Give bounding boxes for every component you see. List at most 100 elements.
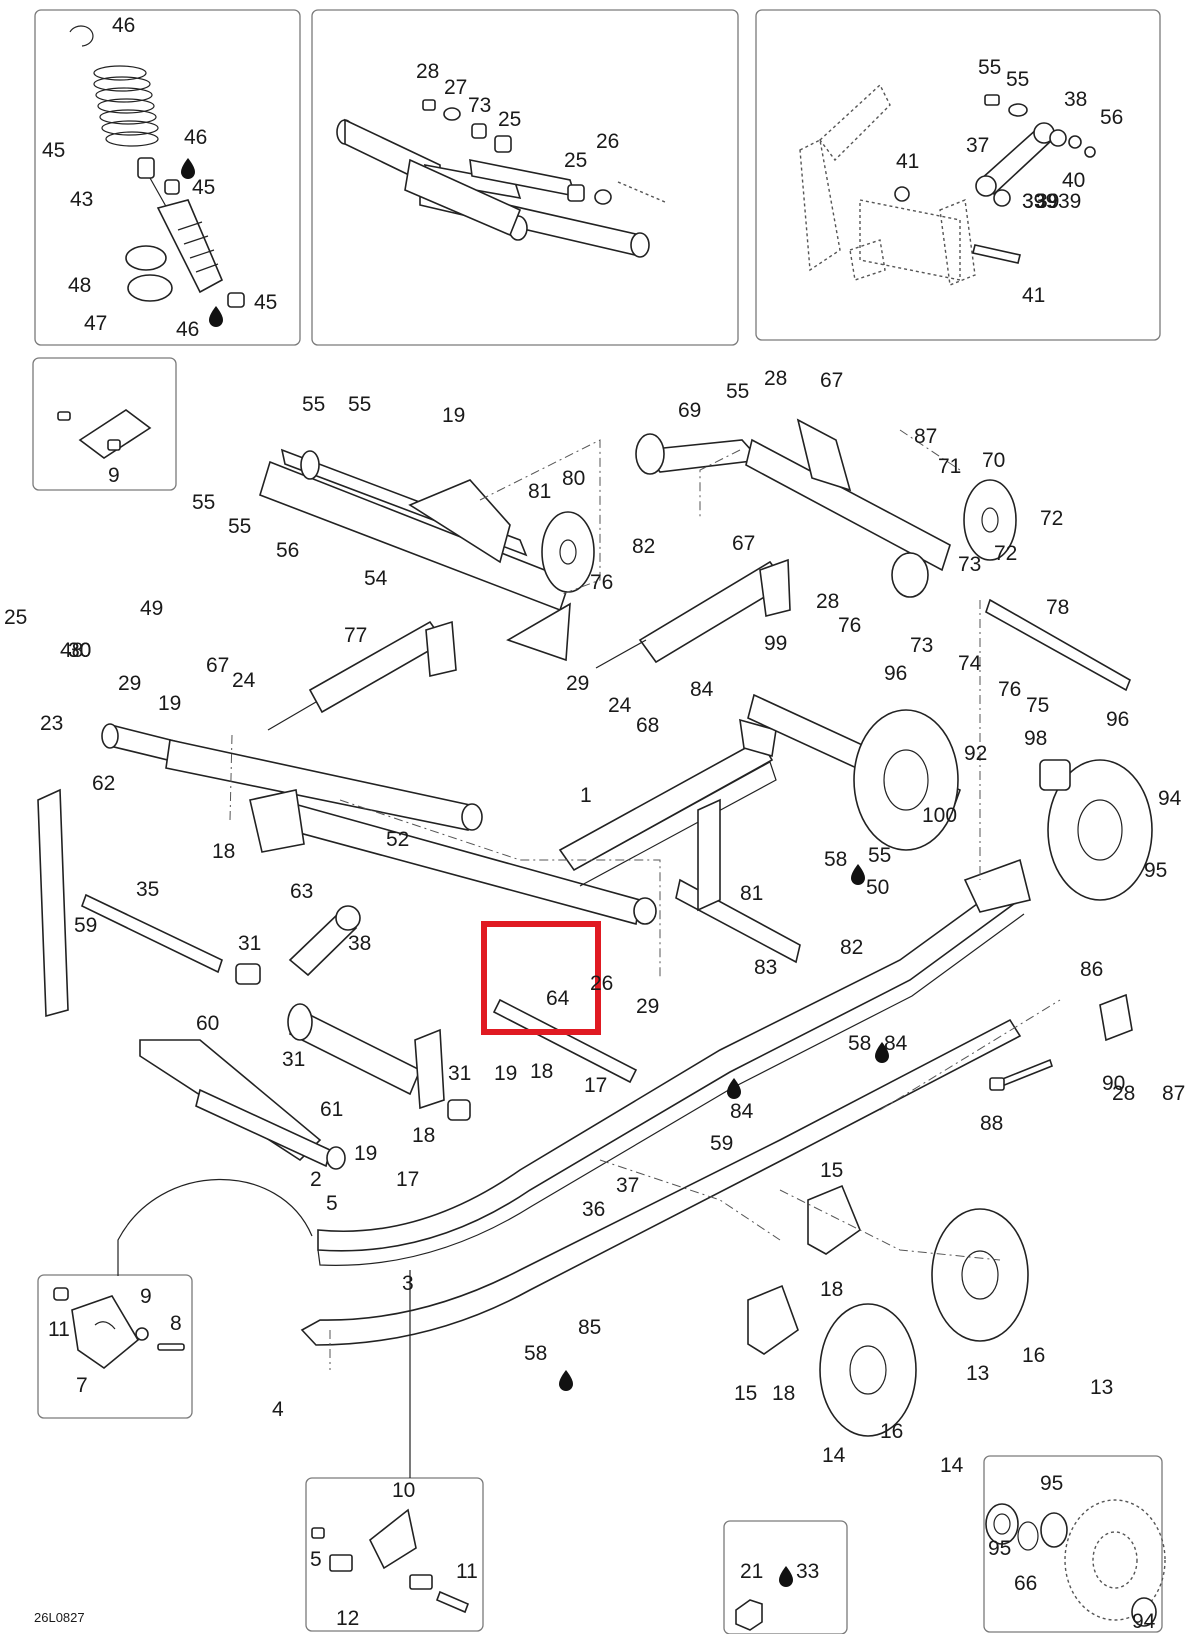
part-label: 15 <box>820 1159 843 1182</box>
oil-drop-icon <box>209 306 223 327</box>
part-label: 56 <box>1100 106 1123 129</box>
part-label: 76 <box>838 614 861 637</box>
part-label: 67 <box>820 369 843 392</box>
part-label: 28 <box>416 60 439 83</box>
part-label: 21 <box>740 1560 763 1583</box>
part-label: 38 <box>348 932 371 955</box>
part-label: 84 <box>730 1100 754 1123</box>
part-label: 58 <box>524 1342 547 1365</box>
part-label: 13 <box>1090 1376 1113 1399</box>
part-label: 25 <box>564 149 587 172</box>
part-label: 46 <box>176 318 199 341</box>
part-label: 17 <box>584 1074 607 1097</box>
part-label: 29 <box>566 672 589 695</box>
spring-shock-drawing <box>69 25 245 308</box>
part-label: 45 <box>192 176 215 199</box>
part-label: 39 <box>1058 190 1081 213</box>
part-label: 86 <box>1080 958 1103 981</box>
oil-drop-icon <box>779 1566 793 1587</box>
part-label: 75 <box>1026 694 1049 717</box>
part-label: 54 <box>364 567 388 590</box>
part-label: 98 <box>1024 727 1047 750</box>
part-label: 33 <box>796 1560 819 1583</box>
part-label: 9 <box>140 1285 152 1308</box>
part-label: 2 <box>310 1168 322 1191</box>
part-label: 28 <box>816 590 839 613</box>
part-label: 94 <box>1158 787 1182 810</box>
part-label: 36 <box>582 1198 605 1221</box>
part-label: 1 <box>580 784 592 807</box>
part-label: 81 <box>740 882 763 905</box>
part-label: 43 <box>70 188 93 211</box>
part-label: 52 <box>386 828 409 851</box>
part-label: 72 <box>994 542 1017 565</box>
part-label: 67 <box>732 532 755 555</box>
part-label: 19 <box>494 1062 517 1085</box>
part-label: 39 <box>1022 190 1045 213</box>
part-label: 74 <box>958 652 982 675</box>
part-label: 37 <box>616 1174 639 1197</box>
part-label: 18 <box>530 1060 553 1083</box>
part-label: 23 <box>40 712 63 735</box>
part-label: 47 <box>84 312 107 335</box>
part-label: 71 <box>938 455 961 478</box>
part-label: 78 <box>1046 596 1069 619</box>
part-label: 48 <box>60 639 83 662</box>
lubricant-drawing <box>735 1599 763 1631</box>
part-label: 87 <box>914 425 937 448</box>
part-label: 55 <box>302 393 325 416</box>
part-label: 28 <box>1112 1082 1135 1105</box>
part-label: 41 <box>896 150 919 173</box>
part-label: 25 <box>4 606 27 629</box>
part-label: 58 <box>848 1032 871 1055</box>
part-label: 63 <box>290 880 313 903</box>
part-label: 72 <box>1040 507 1063 530</box>
part-label: 18 <box>212 840 235 863</box>
part-label: 88 <box>980 1112 1003 1135</box>
part-label: 85 <box>578 1316 601 1339</box>
part-label: 100 <box>922 804 957 827</box>
part-label: 73 <box>468 94 491 117</box>
part-label: 68 <box>636 714 659 737</box>
part-label: 38 <box>1064 88 1087 111</box>
part-label: 12 <box>336 1607 359 1630</box>
part-label: 95 <box>1040 1472 1063 1495</box>
part-label: 7 <box>76 1374 88 1397</box>
part-label: 8 <box>170 1312 182 1335</box>
part-callouts: 46 45 46 43 45 48 47 46 45 28 27 73 25 2… <box>4 14 1185 1633</box>
bearing-drawing <box>985 1499 1166 1627</box>
part-label: 37 <box>966 134 989 157</box>
part-label: 30 <box>68 639 91 662</box>
part-label: 30 <box>68 639 91 662</box>
front-arm-drawing <box>336 99 666 258</box>
part-label: 14 <box>940 1454 964 1477</box>
part-label: 70 <box>982 449 1005 472</box>
part-label: 4 <box>272 1398 284 1421</box>
part-label: 69 <box>678 399 701 422</box>
part-label: 19 <box>442 404 465 427</box>
oil-drop-icon <box>727 1078 741 1099</box>
stopper-drawing <box>57 409 152 459</box>
part-label: 19 <box>354 1142 377 1165</box>
inset-shock-spring <box>34 9 301 346</box>
part-label: 5 <box>326 1192 338 1215</box>
part-label: 66 <box>1014 1572 1037 1595</box>
oil-drop-icon <box>181 158 195 179</box>
part-label: 46 <box>112 14 135 37</box>
part-label: 76 <box>590 571 613 594</box>
part-label: 11 <box>48 1318 70 1341</box>
part-label: 55 <box>726 380 749 403</box>
part-label: 67 <box>206 654 229 677</box>
part-label: 55 <box>978 56 1001 79</box>
part-label: 87 <box>1162 1082 1185 1105</box>
inset-link <box>755 9 1161 341</box>
part-label: 16 <box>880 1420 903 1443</box>
part-label: 73 <box>910 634 933 657</box>
oil-drop-icon <box>559 1370 573 1391</box>
part-label: 39 <box>1034 190 1057 213</box>
part-label: 31 <box>282 1048 305 1071</box>
part-label: 77 <box>344 624 367 647</box>
part-label: 58 <box>824 848 847 871</box>
part-label: 92 <box>964 742 987 765</box>
part-label: 31 <box>448 1062 471 1085</box>
